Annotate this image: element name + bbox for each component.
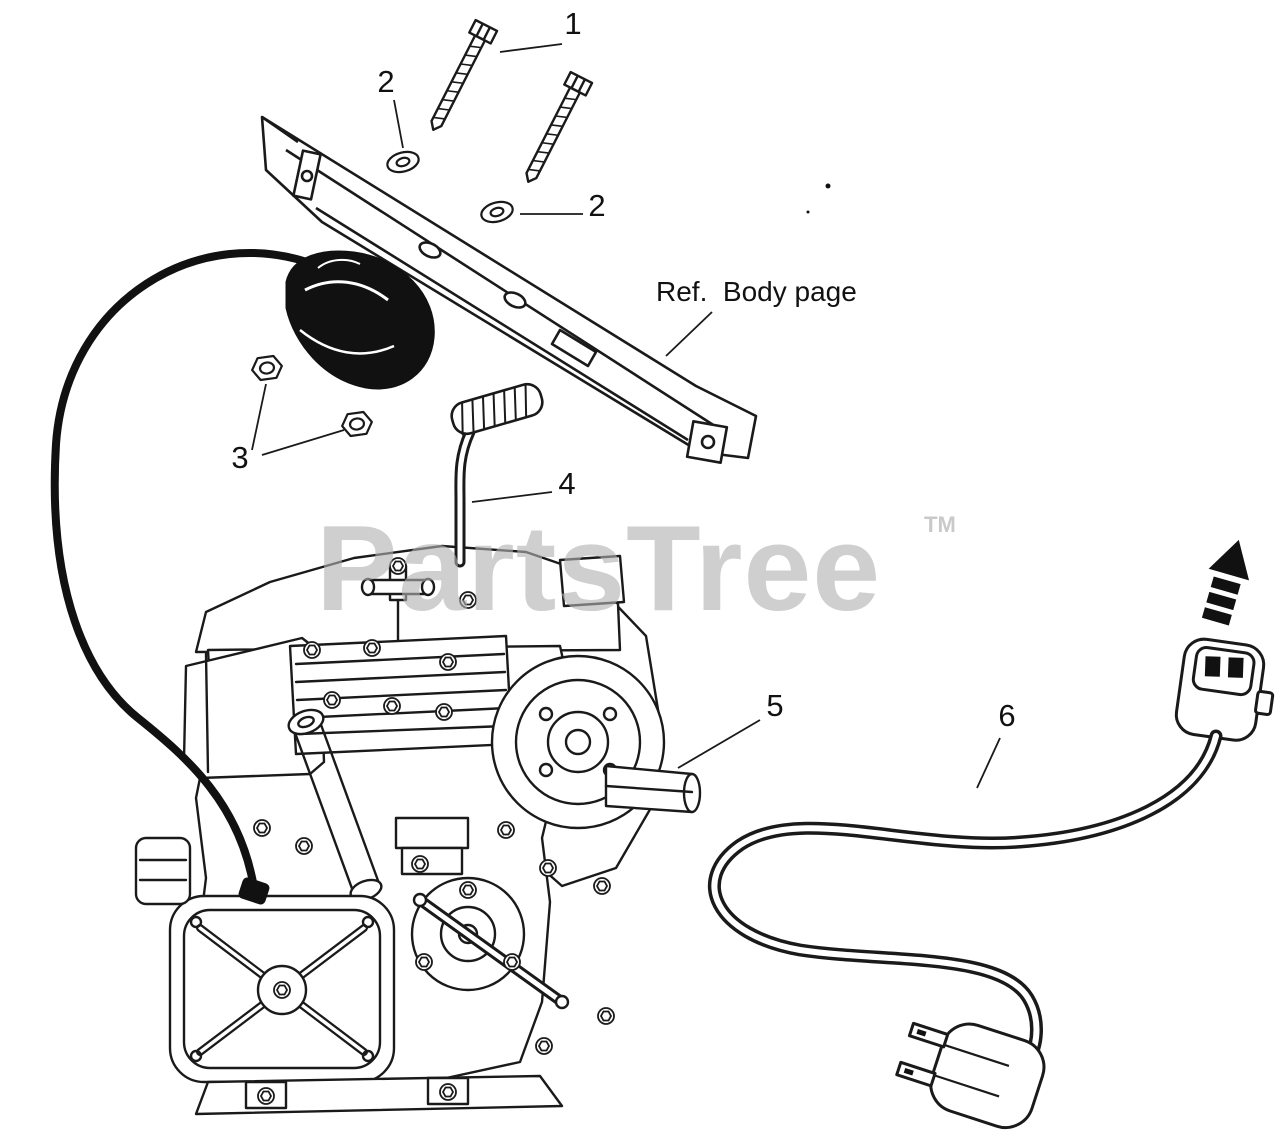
direction-arrow-icon xyxy=(1201,539,1250,626)
nut-2 xyxy=(339,409,375,439)
engine-base xyxy=(194,1074,564,1116)
crankshaft xyxy=(604,764,702,814)
nut-1 xyxy=(249,353,285,383)
blower-shroud xyxy=(194,544,622,654)
callout-4[interactable]: 4 xyxy=(558,466,576,501)
watermark-tm: TM xyxy=(924,512,956,537)
wall-plug xyxy=(895,1021,1046,1130)
cooling-fins xyxy=(294,652,509,736)
leader-line-1 xyxy=(499,43,563,53)
body-panel xyxy=(260,115,758,464)
spark-plug-wire xyxy=(50,249,322,905)
ignition-boot xyxy=(285,250,435,390)
leader-line-ref xyxy=(665,311,713,357)
bolt-1 xyxy=(421,18,499,137)
engine-assembly xyxy=(134,544,702,1116)
print-speck xyxy=(825,183,831,189)
starter-motor xyxy=(134,836,192,906)
leader-line-3a xyxy=(251,383,267,451)
cord-cable xyxy=(707,729,1223,1065)
callout-2b[interactable]: 2 xyxy=(588,188,606,223)
print-speck xyxy=(806,210,810,214)
callout-2a[interactable]: 2 xyxy=(377,64,395,99)
ref-body-page-label: Ref. Body page xyxy=(656,276,857,307)
callout-3[interactable]: 3 xyxy=(231,440,249,475)
bolt-2 xyxy=(516,70,594,189)
lever-rod xyxy=(412,892,570,1010)
callout-1[interactable]: 1 xyxy=(564,6,582,41)
leader-line-6 xyxy=(976,737,1001,789)
leader-line-3b xyxy=(261,429,345,456)
washer-1 xyxy=(383,147,423,177)
leader-line-2a xyxy=(393,99,404,149)
leader-line-5 xyxy=(677,719,761,769)
washer-2 xyxy=(477,197,517,227)
fuel-fitting xyxy=(360,564,436,642)
callout-5[interactable]: 5 xyxy=(766,688,784,723)
callout-6[interactable]: 6 xyxy=(998,698,1016,733)
leader-lines xyxy=(251,43,1001,789)
carburetor xyxy=(394,816,470,850)
starter-handle xyxy=(450,382,544,568)
engine-bracket xyxy=(558,554,626,608)
leader-line-4 xyxy=(471,491,553,503)
power-cord-assembly xyxy=(707,539,1275,1130)
cord-connector xyxy=(1174,637,1275,742)
